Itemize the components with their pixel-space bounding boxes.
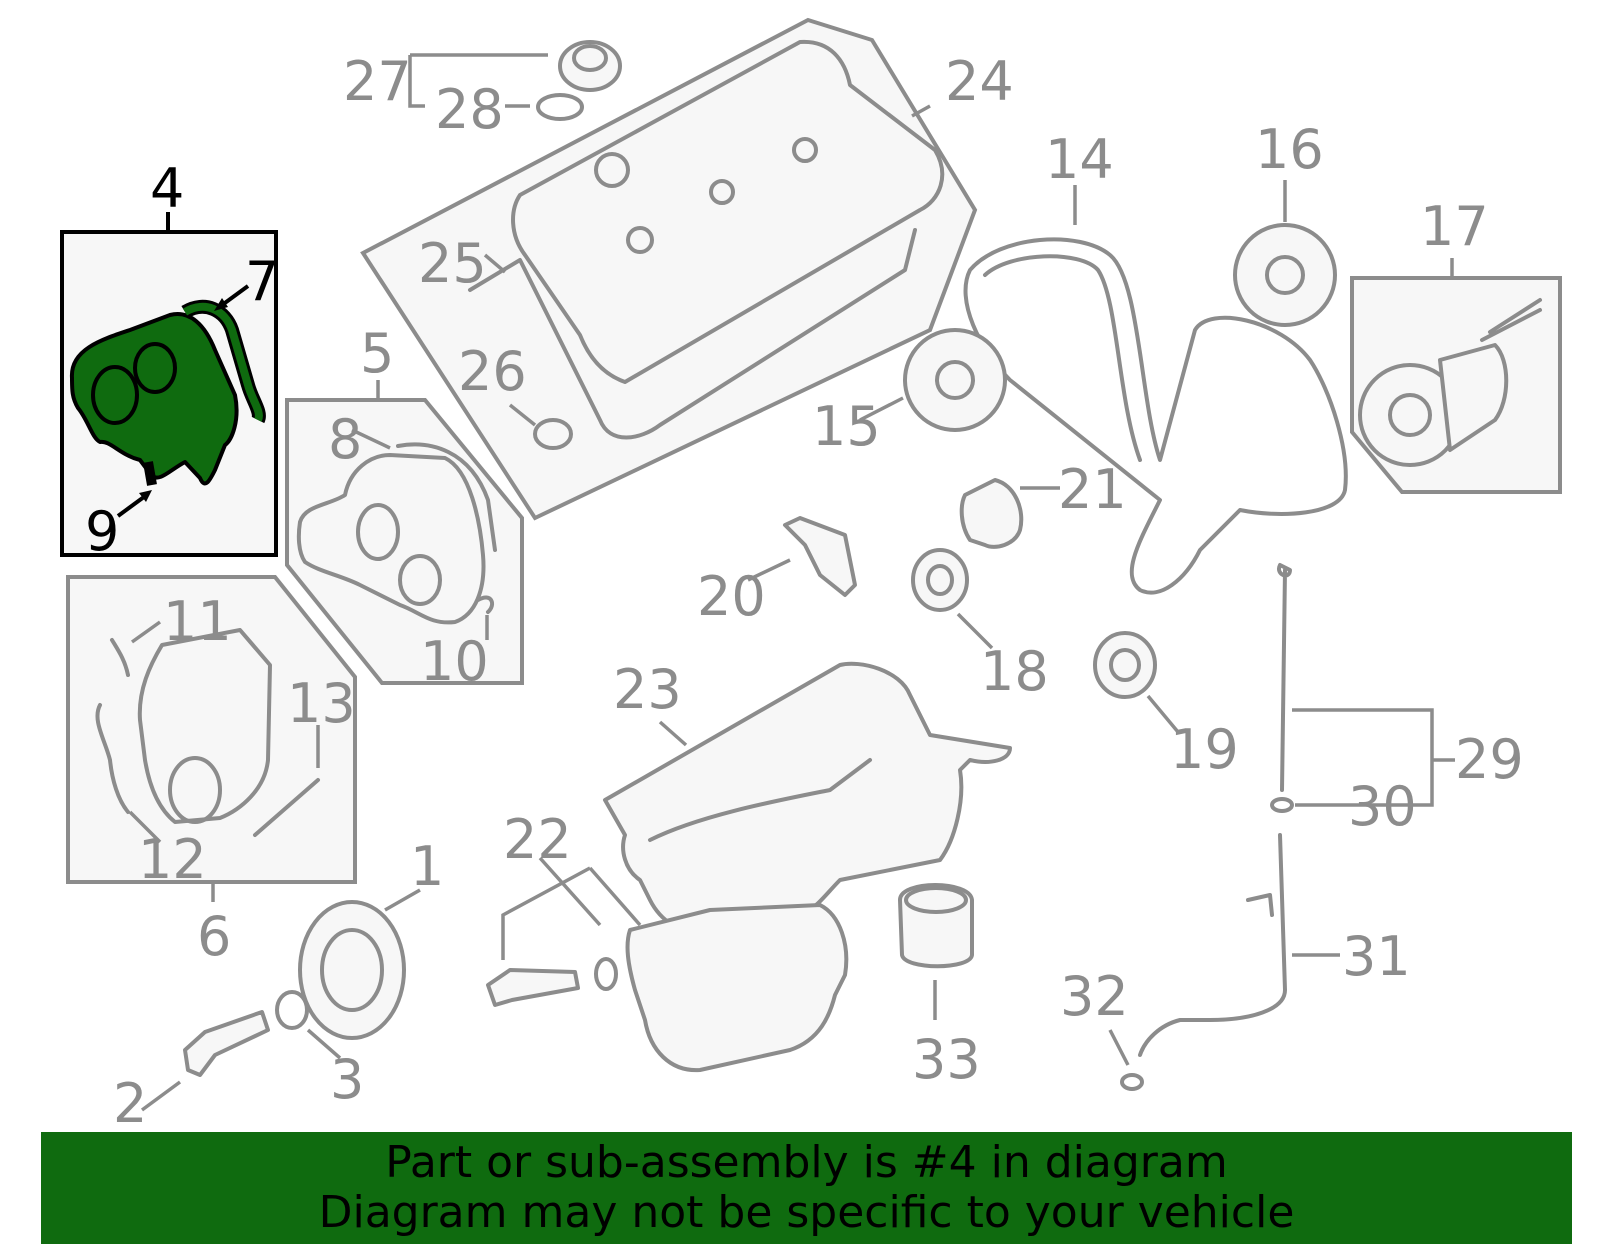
callout-10: 10 (420, 630, 489, 693)
idler-19[interactable] (1093, 631, 1157, 699)
callout-33: 33 (912, 1028, 981, 1091)
callout-17: 17 (1420, 195, 1489, 258)
timing-belt-14[interactable] (963, 237, 1348, 595)
valve-cover-24[interactable] (511, 39, 945, 384)
cover-bore-1 (91, 365, 139, 425)
cover-bore-2 (133, 342, 177, 394)
drain-bolt-22[interactable] (486, 968, 580, 1007)
callout-20: 20 (697, 565, 766, 628)
crank-bolt-2[interactable] (183, 1010, 270, 1077)
callout-7: 7 (245, 250, 279, 313)
sprocket-15[interactable] (903, 328, 1007, 432)
gasket-8[interactable] (396, 442, 497, 552)
callout-21: 21 (1058, 458, 1127, 521)
callout-11: 11 (163, 590, 232, 653)
cam-sensor-20[interactable] (783, 516, 857, 597)
callout-1: 1 (410, 835, 444, 898)
callout-14: 14 (1045, 128, 1114, 191)
callout-16: 16 (1255, 118, 1324, 181)
seal-10[interactable] (476, 595, 495, 614)
callout-5: 5 (360, 322, 394, 385)
dipstick-tube-31[interactable] (1138, 833, 1287, 1057)
tube-oring-32[interactable] (1120, 1073, 1144, 1091)
dipstick-29[interactable] (1277, 563, 1292, 792)
oil-pan-upper-23[interactable] (603, 661, 1012, 937)
tensioner-21[interactable] (959, 478, 1024, 549)
callout-32: 32 (1060, 965, 1129, 1028)
gasket-13[interactable] (253, 778, 320, 837)
callout-13: 13 (287, 672, 356, 735)
oil-filler-cap-27[interactable] (558, 40, 622, 92)
callout-23: 23 (613, 658, 682, 721)
callout-15: 15 (812, 395, 881, 458)
callout-19: 19 (1170, 718, 1239, 781)
callout-8: 8 (328, 408, 362, 471)
crank-pulley-1[interactable] (298, 900, 406, 1040)
callout-25: 25 (418, 232, 487, 295)
valve-cover-gasket-25[interactable] (468, 228, 917, 440)
sprocket-16[interactable] (1233, 223, 1337, 327)
banner-line-1: Part or sub-assembly is #4 in diagram (385, 1137, 1228, 1188)
seal-11[interactable] (110, 638, 130, 677)
oil-cap-gasket-28[interactable] (536, 93, 584, 121)
bolt-17[interactable] (1480, 298, 1542, 342)
callout-2: 2 (113, 1072, 147, 1135)
callout-27: 27 (343, 50, 412, 113)
callout-30: 30 (1348, 775, 1417, 838)
banner-line-2: Diagram may not be specific to your vehi… (318, 1187, 1295, 1238)
callout-9: 9 (85, 500, 119, 563)
oil-filter-33[interactable] (898, 883, 974, 969)
callout-22: 22 (503, 808, 572, 871)
idler-18[interactable] (911, 548, 969, 612)
callout-6: 6 (197, 905, 231, 968)
info-banner: Part or sub-assembly is #4 in diagram Di… (41, 1132, 1572, 1244)
crank-key-3[interactable] (275, 990, 309, 1030)
callout-3: 3 (330, 1048, 364, 1111)
oil-pan-lower[interactable] (625, 903, 849, 1073)
cover-seal-9[interactable] (143, 461, 157, 486)
timing-cover-upper[interactable] (69, 312, 239, 486)
callout-12: 12 (138, 828, 207, 891)
callout-28: 28 (435, 78, 504, 141)
callout-18: 18 (980, 640, 1049, 703)
gasket-12[interactable] (95, 703, 130, 814)
callout-26: 26 (458, 340, 527, 403)
timing-cover-lower[interactable] (137, 628, 272, 824)
callout-31: 31 (1342, 925, 1411, 988)
callout-4: 4 (150, 157, 184, 220)
seal-26[interactable] (533, 418, 573, 450)
dipstick-oring-30[interactable] (1270, 797, 1294, 813)
drain-gasket-22[interactable] (594, 957, 618, 991)
callout-29: 29 (1455, 728, 1524, 791)
timing-cover-5[interactable] (296, 453, 486, 625)
callout-24: 24 (945, 50, 1014, 113)
